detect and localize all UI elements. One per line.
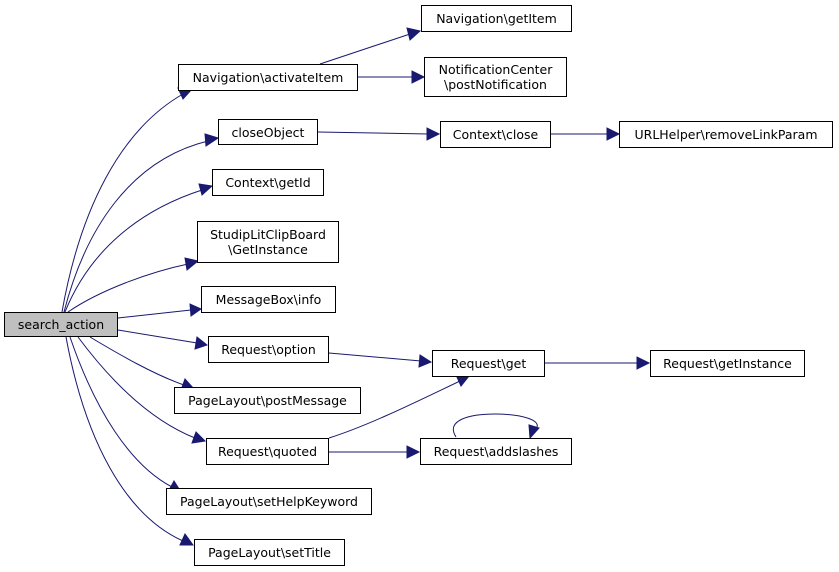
- node-request-getinstance[interactable]: Request\getInstance: [650, 350, 805, 377]
- arrowhead: [406, 445, 421, 459]
- edge-search-to-option: [117, 329, 198, 344]
- arrowhead: [191, 431, 207, 444]
- arrowhead: [194, 336, 209, 350]
- edge-search-to-closeobject: [63, 140, 209, 313]
- arrowhead: [204, 133, 220, 147]
- node-request-get[interactable]: Request\get: [432, 350, 545, 377]
- edge-activateitem-to-getitem: [319, 33, 411, 65]
- arrowhead: [198, 183, 214, 196]
- node-pagelayout-sethelpkeyword[interactable]: PageLayout\setHelpKeyword: [166, 488, 372, 515]
- node-navigation-activateitem[interactable]: Navigation\activateItem: [178, 64, 358, 91]
- edge-option-to-get: [328, 352, 422, 362]
- node-urlhelper-removelinkparam[interactable]: URLHelper\removeLinkParam: [619, 121, 833, 148]
- node-pagelayout-settitle[interactable]: PageLayout\setTitle: [194, 539, 345, 566]
- arrowhead: [184, 257, 200, 271]
- edge-search-to-info: [117, 309, 192, 319]
- arrowhead: [189, 303, 203, 317]
- node-request-option[interactable]: Request\option: [208, 336, 329, 363]
- arrowhead: [418, 354, 433, 368]
- node-context-close[interactable]: Context\close: [440, 121, 551, 148]
- arrowhead: [636, 356, 651, 370]
- edge-quoted-to-get: [328, 380, 461, 439]
- arrowhead: [179, 533, 194, 546]
- node-studiplitclipboard-getinstance[interactable]: StudipLitClipBoard \GetInstance: [197, 221, 339, 263]
- node-pagelayout-postmessage[interactable]: PageLayout\postMessage: [174, 387, 361, 414]
- node-closeobject[interactable]: closeObject: [218, 119, 318, 145]
- node-context-getid[interactable]: Context\getId: [212, 169, 324, 196]
- node-notificationcenter-postnotification[interactable]: NotificationCenter \postNotification: [424, 57, 567, 97]
- edge-search-to-settitle: [65, 336, 184, 542]
- edge-search-to-activateitem: [61, 93, 184, 313]
- node-request-addslashes[interactable]: Request\addslashes: [420, 438, 572, 465]
- edge-search-to-postmessage: [89, 336, 185, 386]
- edge-search-to-quoted: [77, 336, 196, 439]
- edge-closeobject-to-close: [317, 131, 430, 135]
- edge-search-to-getid: [64, 189, 203, 313]
- arrowhead: [406, 27, 422, 41]
- edge-search-to-sethelpkeyword: [69, 336, 173, 488]
- node-search-action[interactable]: search_action: [4, 312, 118, 337]
- node-messagebox-info[interactable]: MessageBox\info: [201, 286, 336, 313]
- node-request-quoted[interactable]: Request\quoted: [206, 438, 329, 465]
- edge-search-to-clipboard: [67, 263, 189, 313]
- arrowhead: [411, 70, 426, 84]
- arrowhead: [426, 127, 441, 141]
- edge-addslashes-self: [453, 413, 538, 438]
- arrowhead: [528, 424, 540, 440]
- arrowhead: [606, 127, 621, 141]
- node-navigation-getitem[interactable]: Navigation\getItem: [421, 5, 572, 32]
